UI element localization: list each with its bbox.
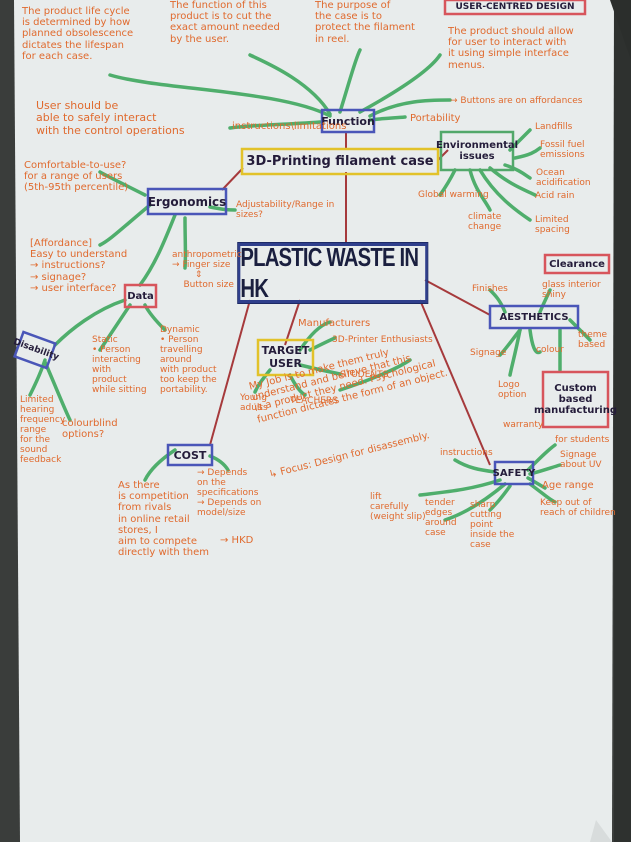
node-safety: SAFETY [492,467,536,479]
note-logo: Logo option [498,380,527,401]
central-topic: PLASTIC WASTE IN HK [237,242,429,304]
note-hkd: → HKD [220,535,254,546]
note-sharp-point: sharp cutting point inside the case [470,500,515,551]
node-function: Function [321,114,375,128]
note-young-adults: Young adults [240,393,268,414]
note-signage-uv: Signage about UV [560,450,602,471]
note-lifecycle: The product life cycle is determined by … [22,6,134,62]
note-comfortable: Comfortable-to-use? for a range of users… [24,160,129,194]
note-colour: colour [536,345,564,355]
node-target-user: TARGET USER [261,344,310,370]
note-students: STUDENTS [340,370,389,380]
note-spacing: Limited spacing [535,215,570,236]
node-data: Data [127,290,154,302]
note-glass-interior: glass interior shiny [542,280,601,301]
note-fossil-fuel: Fossil fuel emissions [540,140,585,161]
note-keep-out: Keep out of reach of children [540,498,616,519]
note-dynamic: Dynamic • Person travelling around with … [160,325,217,396]
paper-sheet [14,0,614,842]
connector-links [209,131,491,466]
node-environmental-issues: Environmental issues [435,140,519,162]
note-ocean: Ocean acidification [536,168,591,189]
note-instructions-limitations: instructions\limitations [232,121,347,132]
note-cost-competition: As there is competition from rivals in o… [118,480,210,559]
note-acid-rain: Acid rain [535,191,575,201]
note-age-range: Age range [542,480,594,491]
note-depends: → Depends on the specifications → Depend… [197,468,262,519]
node-custom-manufacturing: Custom based manufacturing [534,383,617,416]
note-safely-interact: User should be able to safely interact w… [36,99,185,137]
note-buttons: → Buttons are on affordances [450,96,583,106]
node-cost: COST [173,448,207,462]
note-finishes: Finishes [472,284,508,294]
note-function-cut: The function of this product is to cut t… [170,0,280,45]
note-tender-edges: tender edges around case [425,498,457,539]
note-purpose: The purpose of the case is to protect th… [315,0,415,45]
note-colourblind: colourblind options? [62,418,118,441]
note-portability: Portability [410,113,461,124]
note-landfills: Landfills [535,122,573,132]
note-ucd: The product should allow for user to int… [448,26,574,71]
node-box-outlines [12,0,611,486]
note-signage: Signage [470,348,507,358]
node-clearance: Clearance [549,258,605,270]
node-ergonomics: Ergonomics [147,194,227,209]
node-aesthetics: AESTHETICS [499,311,569,323]
note-affordance: [Affordance] Easy to understand → instru… [30,238,128,294]
note-teachers: TEACHERS [290,396,338,406]
note-global-warming: Global warming [418,190,489,200]
node-filament-case: 3D-Printing filament case [246,154,434,169]
note-manufacturers: Manufacturers [298,318,371,329]
note-for-students: for students [555,435,610,445]
note-limited-hearing: Limited hearing frequency range for the … [20,395,66,466]
node-user-centred-design: USER-CENTRED DESIGN [455,2,575,12]
paper-fold [590,820,612,842]
note-instructions: instructions [440,448,493,458]
note-climate-change: climate change [468,212,502,233]
note-enthusiasts: 3D-Printer Enthusiasts [332,335,433,345]
note-theme: theme based [578,330,608,351]
mind-map-branches [28,48,592,522]
note-lift-carefully: lift carefully (weight slip) [370,492,426,523]
note-adjustability: Adjustability/Range in sizes? [236,200,335,221]
note-warranty: warranty [503,420,544,430]
note-static: Static • Person interacting with product… [92,335,147,396]
note-anthropometric: anthropometric → Finger size ⇕ Button si… [172,250,242,291]
